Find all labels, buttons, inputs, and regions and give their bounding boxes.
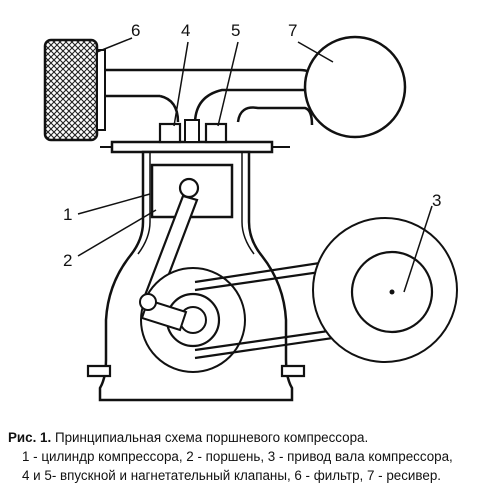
leader-lines [77,37,433,293]
caption-title: Принципиальная схема поршневого компресс… [54,430,369,445]
cylinder-head [100,140,290,154]
compressor-diagram: 6 4 5 7 1 2 3 [43,21,458,402]
callout-4: 4 [181,21,190,40]
figure-caption: Рис. 1. Принципиальная схема поршневого … [8,428,496,485]
caption-label: Рис. 1. [8,430,52,445]
cylinder-liner [137,152,255,255]
caption-legend-line-1: 1 - цилиндр компрессора, 2 - поршень, 3 … [22,449,453,464]
discharge-pipe [193,88,314,126]
callout-3: 3 [432,191,441,210]
callout-2: 2 [63,251,72,270]
caption-legend-line-2: 4 и 5- впускной и нагнетательный клапаны… [22,468,441,483]
intake-pipe [105,68,320,123]
filter [43,38,106,142]
callout-5: 5 [231,21,240,40]
receiver [303,35,407,139]
base-flange [86,364,306,378]
callout-7: 7 [288,21,297,40]
drive-pulley [312,217,458,363]
flywheel [139,267,246,373]
callout-6: 6 [131,21,140,40]
callout-1: 1 [63,205,72,224]
valve-divider [184,119,200,143]
caption-title-line: Рис. 1. Принципиальная схема поршневого … [8,428,496,447]
discharge-valve [204,122,228,144]
intake-valve [158,122,182,144]
